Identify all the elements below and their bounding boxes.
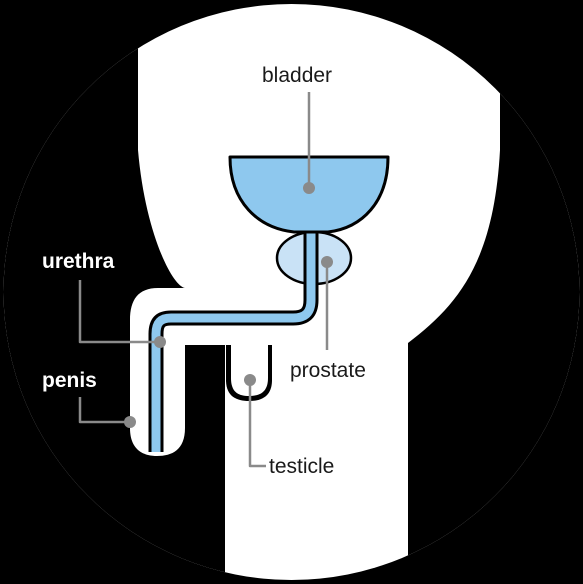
urethra-dot	[154, 336, 166, 348]
bladder-label: bladder	[262, 64, 332, 87]
testicle-label: testicle	[269, 455, 334, 478]
penis-dot	[124, 416, 136, 428]
prostate-dot	[321, 256, 333, 268]
testicle-dot	[244, 374, 256, 386]
urethra-label: urethra	[42, 250, 115, 273]
prostate-label: prostate	[290, 359, 366, 382]
bladder-dot	[303, 182, 315, 194]
penis-label: penis	[42, 369, 97, 392]
